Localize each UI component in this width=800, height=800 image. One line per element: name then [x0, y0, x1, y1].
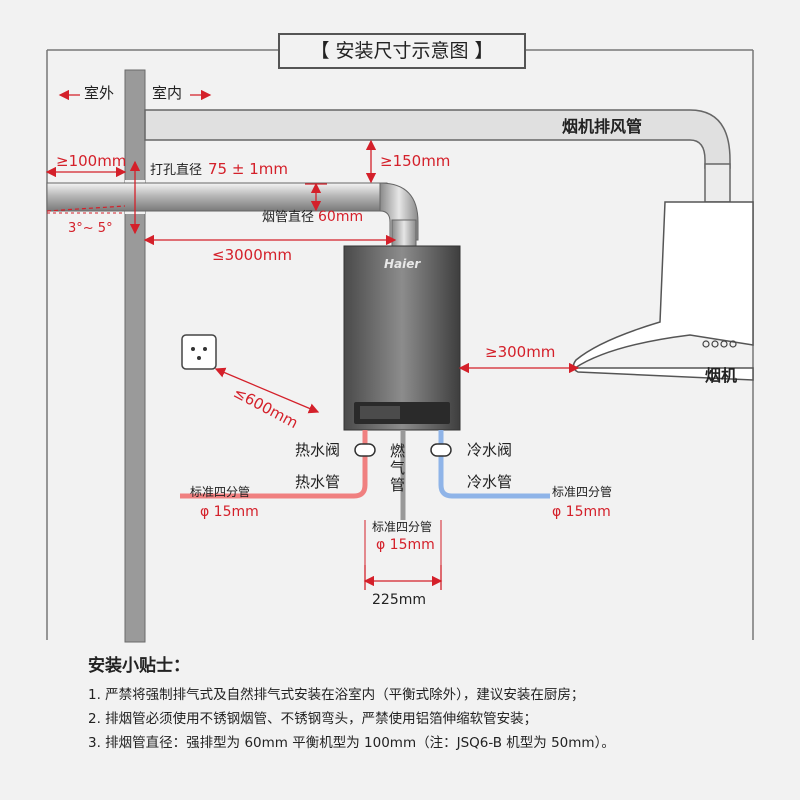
socket-hole-ground [197, 356, 201, 360]
label-pipe-prefix: 烟管直径 [262, 210, 315, 225]
flue-pipe [46, 182, 388, 212]
label-std-mid: 标准四分管 [372, 520, 433, 534]
label-hot-pipe: 热水管 [295, 473, 341, 491]
label-gas-pipe: 燃气管 [390, 442, 406, 494]
label-dist-225: 225mm [372, 592, 426, 608]
label-pipe-value: 60mm [318, 209, 364, 225]
label-angle: 3°~ 5° [68, 221, 113, 236]
label-indoor: 室内 [152, 84, 183, 102]
page-title: 【 安装尺寸示意图 】 [278, 33, 526, 69]
label-phi-left: φ 15mm [200, 504, 259, 520]
label-hole-value: 75 ± 1mm [208, 160, 288, 178]
hot-water-pipe [180, 430, 368, 499]
label-std-right: 标准四分管 [552, 485, 613, 499]
cold-valve-icon [430, 443, 452, 457]
label-dist-3000: ≤3000mm [212, 246, 292, 264]
label-hole-prefix: 打孔直径 [150, 163, 203, 178]
tip-item: 1. 严禁将强制排气式及自然排气式安装在浴室内（平衡式除外），建议安装在厨房； [88, 687, 585, 703]
tip-item: 3. 排烟管直径：强排型为 60mm 平衡机型为 100mm（注：JSQ6-B … [88, 735, 615, 751]
dimension-lines [45, 89, 580, 590]
hood-duct-collar [704, 163, 731, 203]
cold-water-pipe [438, 430, 550, 499]
label-std-left: 标准四分管 [190, 485, 251, 499]
power-socket-icon [181, 334, 217, 370]
label-dist-150: ≥150mm [380, 152, 451, 170]
hood-buttons-icon [702, 340, 737, 348]
hot-valve-icon [354, 443, 376, 457]
label-cold-valve: 冷水阀 [467, 441, 513, 459]
tips-title: 安装小贴士： [88, 656, 190, 676]
label-phi-mid: φ 15mm [376, 537, 435, 553]
socket-hole-left [191, 347, 195, 351]
slope-guide [46, 205, 126, 212]
label-hood-duct: 烟机排风管 [562, 117, 643, 136]
label-dist-100: ≥100mm [56, 152, 127, 170]
label-dist-300: ≥300mm [485, 343, 556, 361]
flue-connector [391, 219, 417, 249]
heater-brand-label: Haier [384, 257, 421, 271]
range-hood-icon [572, 201, 754, 381]
water-heater [343, 245, 461, 431]
label-hood: 烟机 [705, 366, 738, 385]
label-cold-pipe: 冷水管 [467, 473, 513, 491]
heater-display [360, 406, 400, 419]
tip-item: 2. 排烟管必须使用不锈钢烟管、不锈钢弯头，严禁使用铝箔伸缩软管安装； [88, 711, 538, 727]
label-hot-valve: 热水阀 [295, 441, 341, 459]
label-outdoor: 室外 [84, 84, 115, 102]
wall [124, 69, 146, 643]
label-phi-right: φ 15mm [552, 504, 611, 520]
socket-hole-right [203, 347, 207, 351]
